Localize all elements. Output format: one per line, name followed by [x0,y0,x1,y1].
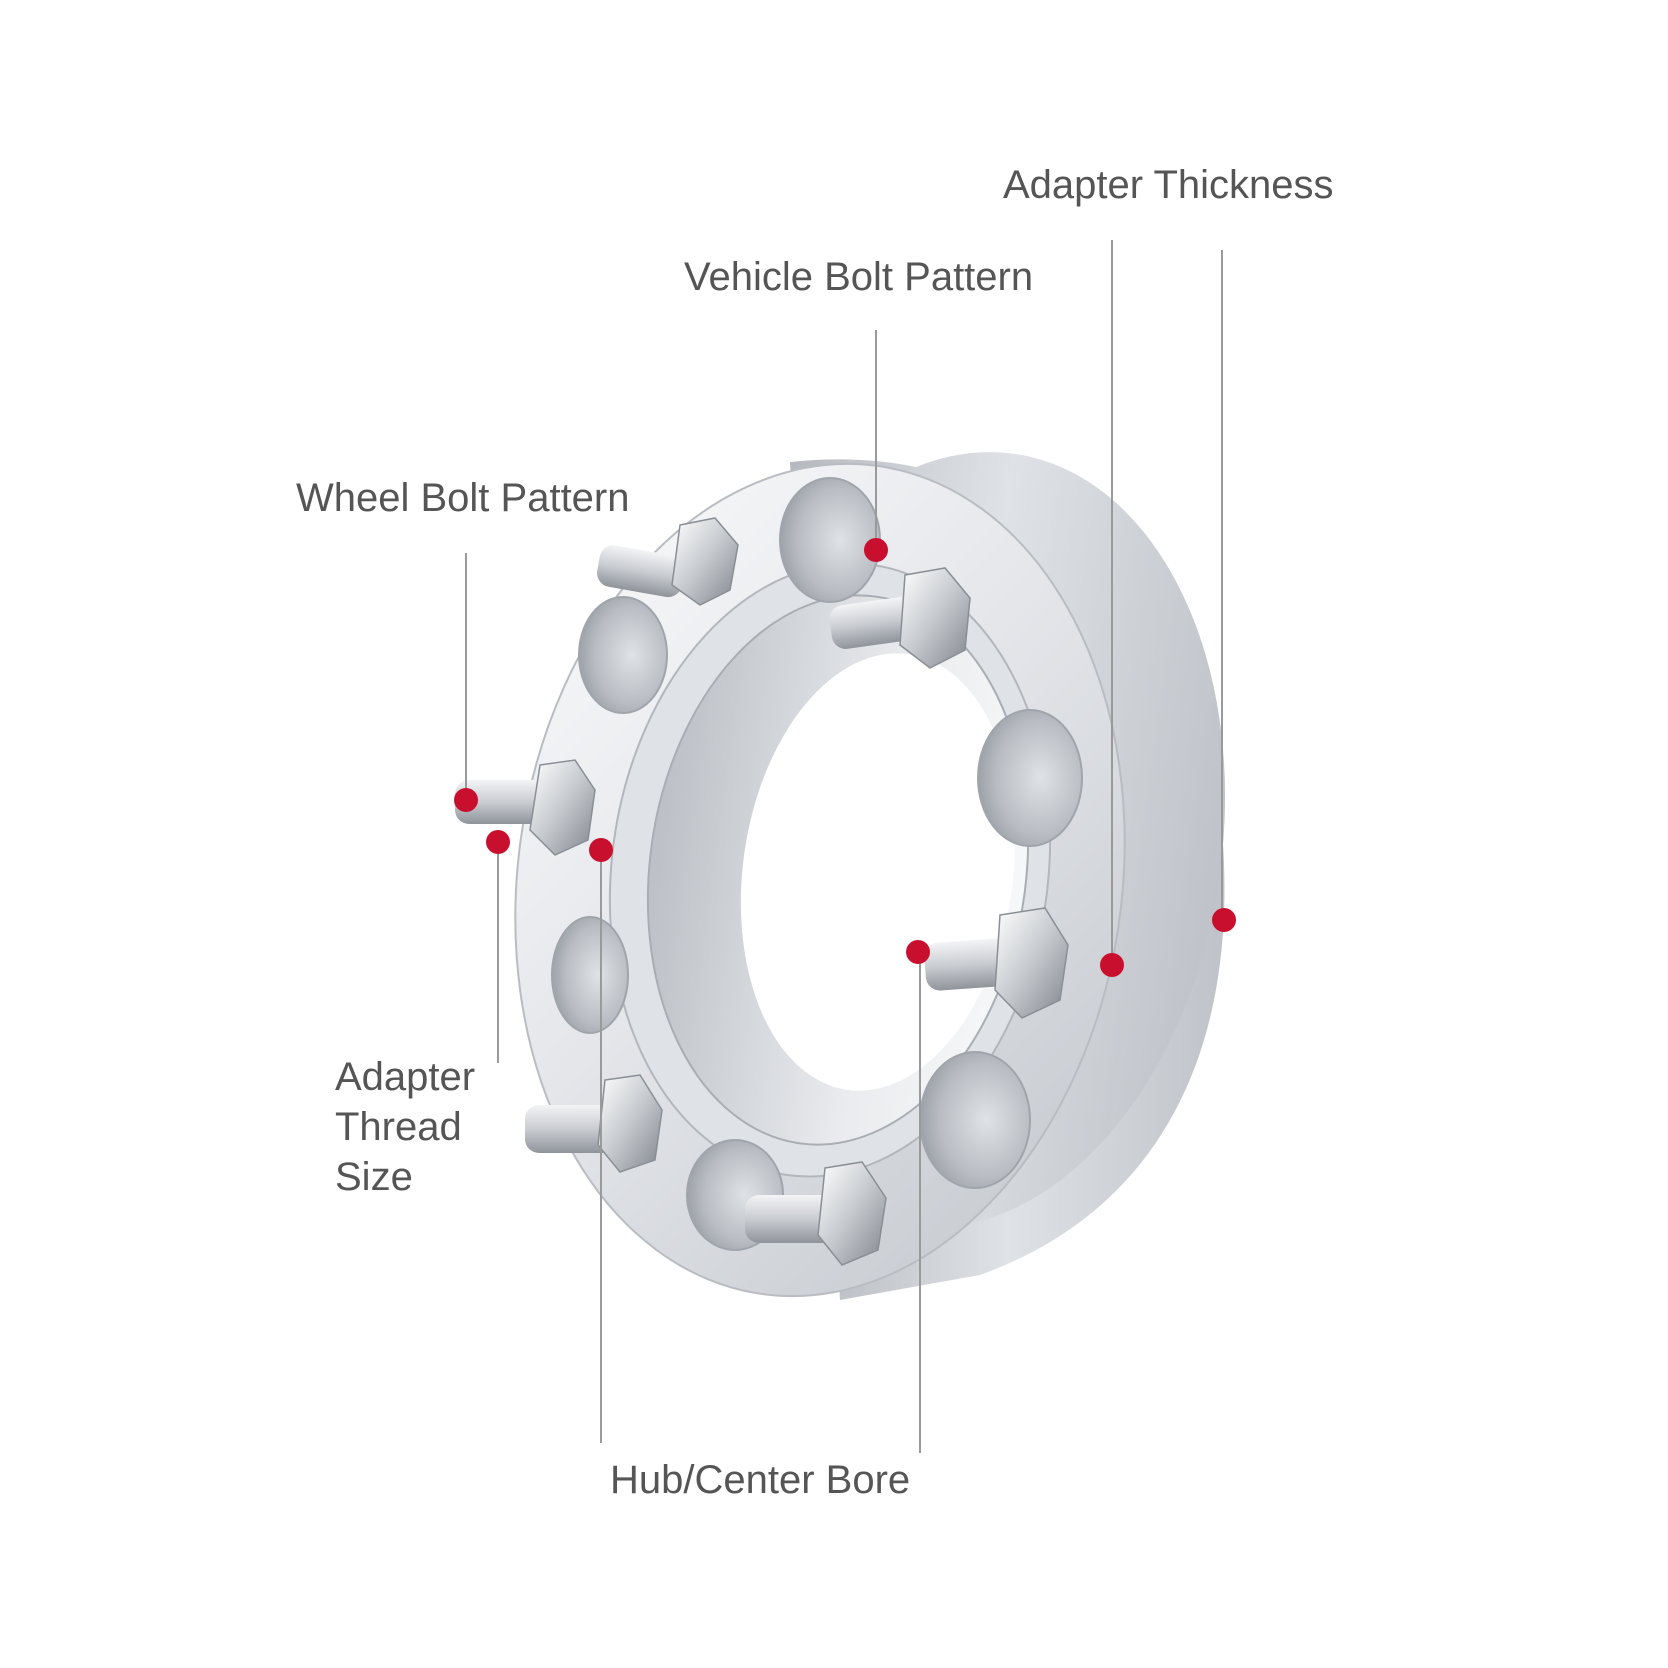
marker-dot-hub-bore-left [589,838,613,862]
wheel-stud [924,907,1069,1019]
wheel-stud [597,517,739,606]
bolt-hole [779,477,881,603]
bolt-hole [977,709,1083,847]
label-adapter-thread-size-line-3: Size [335,1155,413,1199]
wheel-stud [829,567,971,669]
marker-dot-thickness-outer [1212,908,1236,932]
label-wheel-bolt-pattern: Wheel Bolt Pattern [296,476,630,520]
marker-dot-wheel-bolt [454,788,478,812]
bolt-hole [578,596,668,714]
bolt-hole [919,1051,1031,1189]
label-adapter-thread-size-line-1: Adapter [335,1055,476,1099]
bolt-hole [551,916,629,1034]
wheel-stud [745,1161,887,1266]
label-adapter-thread-size: Adapter Thread Size [335,1052,475,1202]
marker-dot-thread-size [486,830,510,854]
marker-dot-hub-bore-right [906,940,930,964]
label-adapter-thread-size-line-2: Thread [335,1105,462,1149]
wheel-stud [525,1074,663,1173]
marker-dot-vehicle-bolt [864,538,888,562]
marker-dots [454,538,1236,977]
label-adapter-thickness: Adapter Thickness [1003,163,1334,207]
wheel-stud [455,759,596,856]
label-vehicle-bolt-pattern: Vehicle Bolt Pattern [684,255,1034,299]
label-hub-center-bore: Hub/Center Bore [610,1458,911,1502]
leader-lines [465,240,1223,1453]
marker-dot-thickness-inner [1100,953,1124,977]
wheel-studs [455,517,1069,1266]
